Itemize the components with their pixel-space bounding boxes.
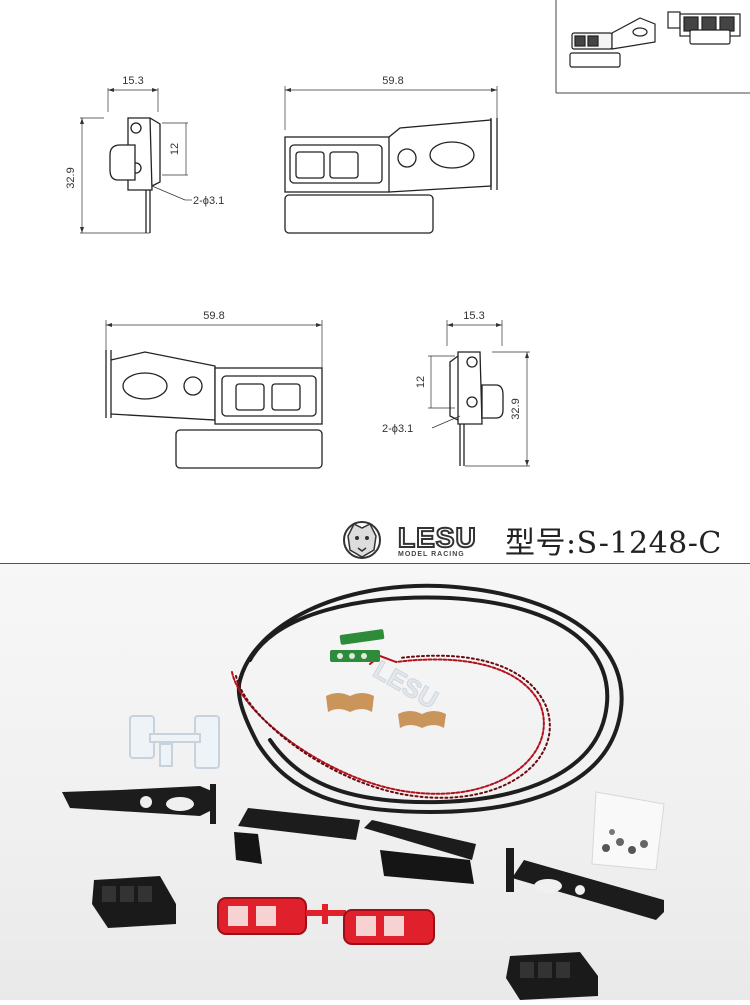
mount-bracket-left [62,784,216,824]
technical-drawing: 15.3 32.9 12 2-ϕ3.1 59.8 [65,0,750,559]
preview-left-assembly [569,17,656,68]
dim-spacing-1: 12 [169,143,181,155]
dim-height-1: 32.9 [65,167,77,188]
dim-width-2: 15.3 [463,310,484,322]
clear-lens-sprue [129,715,220,769]
light-housing-left [92,876,176,928]
dim-holes-1: 2-ϕ3.1 [193,195,224,207]
preview-inset [555,0,750,94]
front-view-2: 59.8 [105,310,323,469]
mount-bracket-right [506,848,664,920]
light-housing-right [506,952,598,1000]
section-divider [0,563,750,564]
preview-right-assembly [667,11,741,45]
svg-text:LESU: LESU [368,654,443,715]
dim-holes-2: 2-ϕ3.1 [382,423,413,435]
front-view-1: 59.8 [284,75,498,234]
side-view-1: 15.3 32.9 12 2-ϕ3.1 [65,75,224,234]
black-cable [236,583,624,815]
watermark-logo: LESU [368,654,444,716]
product-photo: LESU [0,564,750,1000]
dim-spacing-2: 12 [415,376,427,388]
dim-length-2: 59.8 [203,310,224,322]
foam-pads [326,693,446,728]
lion-logo-icon [343,521,381,559]
led-pcb-boards [330,629,385,662]
screws-bag [591,791,665,871]
brand-subtitle: MODEL RACING [398,551,465,558]
brand-logo-text: LESU [397,521,477,554]
dim-width-1: 15.3 [122,75,143,87]
dim-height-2: 32.9 [510,398,522,419]
center-brackets [234,808,476,884]
dim-length-1: 59.8 [382,75,403,87]
red-tail-lenses [217,897,435,945]
model-number: 型号:S-1248-C [505,526,722,561]
side-view-2: 15.3 32.9 12 2-ϕ3.1 [382,310,530,467]
